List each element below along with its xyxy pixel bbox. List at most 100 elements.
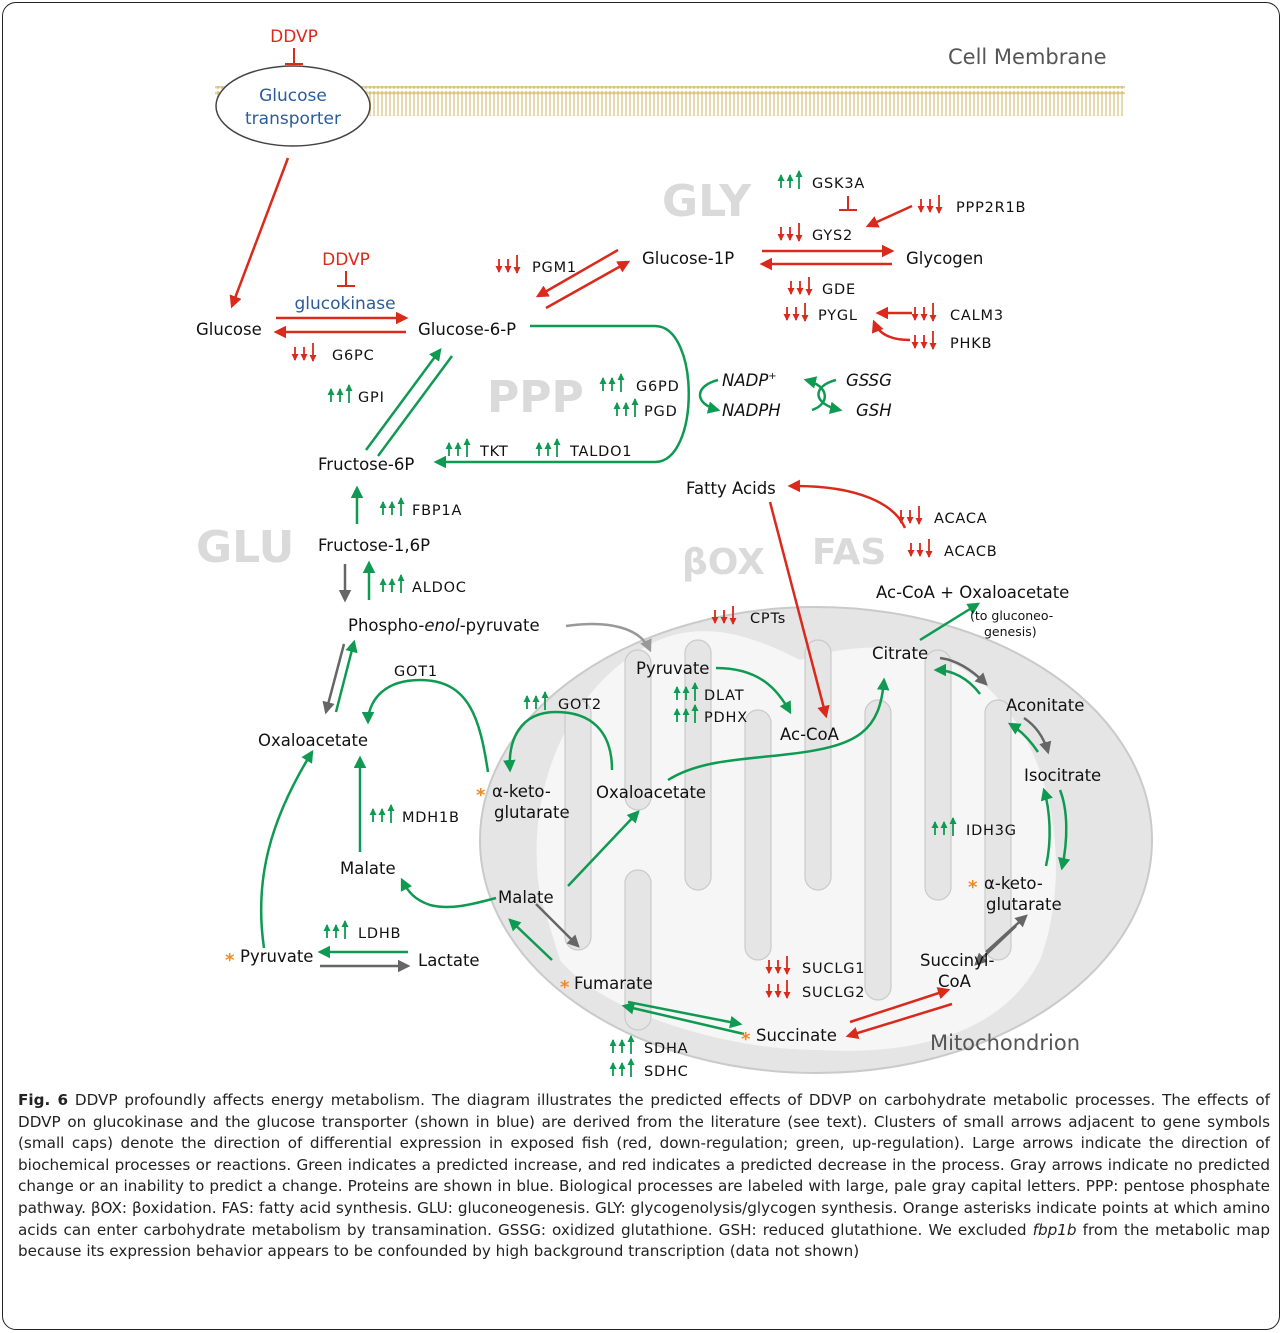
metabolite-nadp: NADP+ [722, 371, 777, 390]
metabolite-succinylcoa-1: Succinyl- [920, 951, 994, 970]
expression-down-arrows-calm3 [911, 303, 937, 322]
arrow-isocitrate-aconitate [1007, 722, 1040, 753]
glucose-transporter-label-2: transporter [245, 109, 341, 129]
gene-tkt-label: TKT [479, 444, 509, 460]
expression-down-arrows-pygl [783, 303, 809, 322]
expression-down-arrows-gde [787, 277, 813, 296]
gene-sdhc-label: SDHC [644, 1064, 689, 1080]
arrow-aconitate-isocitrate [1023, 716, 1052, 755]
metabolite-akg-cyto-2: glutarate [494, 803, 570, 822]
cell-membrane-label: Cell Membrane [948, 45, 1106, 69]
arrow-nadph-nadp [803, 376, 826, 412]
asterisk-fumarate: * [560, 977, 570, 998]
arrow-phkb-pygl [871, 319, 911, 342]
transamination-asterisks: * * * * * [225, 785, 978, 1050]
metabolic-diagram: Cell Membrane Mitochondrion GLY PPP GLU … [196, 27, 1153, 1080]
gene-got1-label: GOT1 [394, 664, 438, 680]
arrow-isocitrate-akg [1057, 789, 1071, 871]
expression-up-arrows-got2 [523, 691, 549, 710]
arrow-pep-pyruvate-mito [565, 622, 652, 653]
metabolite-citrate: Citrate [872, 644, 928, 663]
gene-aldoc-label: ALDOC [412, 580, 467, 596]
expression-down-arrows-pgm1 [495, 255, 521, 274]
inhibition-symbol-glucokinase [337, 271, 355, 287]
caption-text: DDVP profoundly affects energy metabolis… [18, 1091, 1271, 1239]
expression-arrow-clusters [291, 170, 957, 1077]
metabolite-acoa-oaa: Ac-CoA + Oxaloacetate [876, 583, 1069, 602]
process-box: βOX [682, 542, 765, 583]
metabolite-succinate: Succinate [756, 1026, 837, 1045]
gene-dlat-label: DLAT [704, 688, 744, 704]
expression-down-arrows-cpts [711, 606, 737, 625]
metabolite-malate-cyto: Malate [340, 859, 396, 878]
arrow-oaa-citrate [667, 677, 890, 782]
gene-taldo1-label: TALDO1 [569, 444, 632, 460]
metabolite-pep: Phospho-enol-pyruvate [348, 616, 540, 635]
inhibition-symbol-transporter [285, 48, 303, 65]
expression-up-arrows-tkt [445, 438, 471, 457]
metabolite-aconitate: Aconitate [1006, 696, 1084, 715]
caption-gene-italic: fbp1b [1032, 1220, 1077, 1239]
arrow-nadp-nadph [698, 378, 721, 414]
arrow-gssg-gsh [817, 378, 843, 415]
arrow-akg-oaa-got1 [361, 678, 490, 773]
metabolite-glucose-1p: Glucose-1P [642, 249, 734, 268]
gene-calm3-label: CALM3 [950, 308, 1004, 324]
gene-cpts-label: CPTs [750, 611, 786, 627]
gene-g6pc-label: G6PC [332, 348, 375, 364]
arrow-g6p-ppp-f6p [433, 324, 690, 469]
arrow-malate-fumarate [535, 903, 580, 948]
gene-pgm1-label: PGM1 [532, 260, 577, 276]
expression-up-arrows-ldhb [323, 920, 349, 939]
expression-up-arrows-aldoc [379, 574, 405, 593]
note-to-gluconeogenesis-1: (to gluconeo- [970, 608, 1053, 623]
arrow-pyruvate-oaa [259, 749, 314, 949]
arrow-oaa-akg-got2 [503, 710, 614, 773]
arrow-malate-oaa-mito [567, 810, 640, 887]
expression-up-arrows-sdha [609, 1035, 635, 1054]
asterisk-akg-mito: * [968, 877, 978, 898]
arrow-malate-mito-malate-cyto [400, 877, 497, 909]
gene-acaca-label: ACACA [934, 511, 988, 527]
metabolite-lactate: Lactate [418, 951, 480, 970]
expression-down-arrows-suclg1 [765, 956, 791, 975]
metabolite-fumarate: Fumarate [574, 974, 653, 993]
expression-up-arrows-gpi [327, 384, 353, 403]
arrow-fatty-acids-acoa [768, 501, 830, 719]
expression-down-arrows-gys2 [777, 223, 803, 242]
gene-pdhx-label: PDHX [704, 710, 748, 726]
arrow-pyruvate-acoa [715, 666, 792, 715]
metabolite-fatty-acids: Fatty Acids [686, 479, 776, 498]
arrow-g6p-g1p [545, 260, 631, 310]
ddvp-label-glucokinase: DDVP [322, 250, 370, 270]
gene-suclg2-label: SUCLG2 [802, 985, 865, 1001]
expression-up-arrows-idh3g [931, 817, 957, 836]
expression-down-arrows-acacb [907, 539, 933, 558]
expression-up-arrows-pgd [613, 398, 639, 417]
arrow-oaa-pep [334, 639, 358, 713]
arrow-g1p-g6p [535, 248, 619, 298]
process-fas: FAS [812, 532, 886, 573]
expression-down-arrows-phkb [911, 331, 937, 350]
metabolite-glycogen: Glycogen [906, 249, 983, 268]
note-to-gluconeogenesis-2: genesis) [984, 624, 1037, 639]
metabolite-isocitrate: Isocitrate [1024, 766, 1101, 785]
gene-gys2-label: GYS2 [812, 228, 853, 244]
metabolite-glucose-6p: Glucose-6-P [418, 320, 516, 339]
arrow-fumarate-succinate [627, 1000, 743, 1029]
figure-caption: Fig. 6 DDVP profoundly affects energy me… [18, 1090, 1270, 1263]
gene-sdha-label: SDHA [644, 1041, 688, 1057]
metabolite-pyruvate-cyto: Pyruvate [240, 947, 313, 966]
ddvp-label-transporter: DDVP [270, 27, 318, 47]
metabolite-glucose: Glucose [196, 320, 262, 339]
arrow-fumarate-malate [508, 918, 553, 961]
expression-up-arrows-taldo1 [535, 438, 561, 457]
arrow-aconitate-citrate [933, 663, 981, 695]
asterisk-akg-cyto: * [476, 785, 486, 806]
arrow-succinate-fumarate [621, 1002, 745, 1036]
expression-up-arrows-fbp1a [379, 497, 405, 516]
arrow-succinylcoa-succinate [845, 1002, 953, 1040]
expression-up-arrows-mdh1b [369, 804, 395, 823]
metabolite-gssg: GSSG [846, 371, 892, 390]
